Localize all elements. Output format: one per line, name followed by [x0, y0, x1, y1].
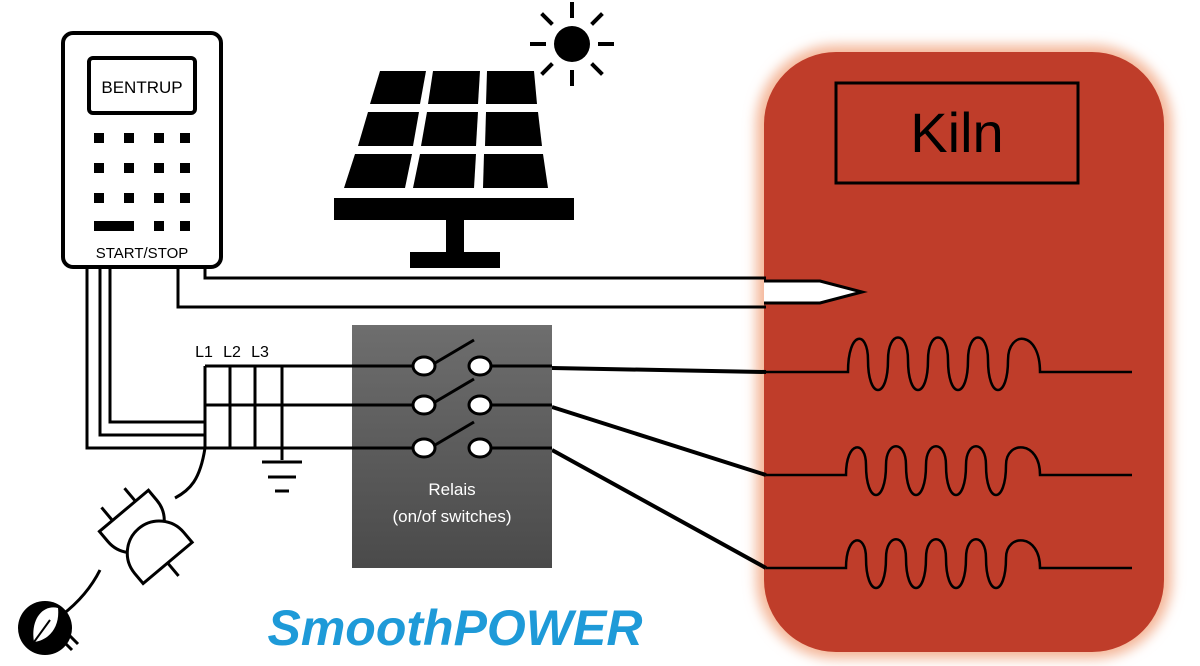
relay: Relais (on/of switches) — [352, 325, 552, 568]
switch-icon — [352, 338, 552, 459]
kiln-label: Kiln — [910, 101, 1003, 164]
phase-label-l1: L1 — [195, 344, 213, 361]
relay-title: Relais — [428, 480, 475, 499]
kiln-body — [764, 52, 1164, 652]
thermocouple-wire-inner — [203, 267, 766, 280]
phase-label-l2: L2 — [223, 344, 241, 361]
wiring — [61, 267, 767, 617]
solar-panel-icon — [334, 71, 574, 268]
controller-display — [87, 56, 197, 115]
controller-wire-3 — [108, 267, 205, 424]
plug-cable — [61, 569, 102, 617]
sun-icon — [530, 2, 614, 86]
brand-name: SmoothPOWER — [268, 600, 643, 656]
relay-output-1 — [551, 366, 767, 374]
kiln-label-box — [834, 81, 1080, 185]
controller-wire-1 — [85, 267, 205, 450]
controller: BENTRUP START/STOP — [61, 31, 223, 269]
heating-coil-icon — [766, 336, 1132, 590]
mains-cable — [174, 447, 207, 500]
leaf-icon — [18, 601, 80, 655]
phase-label-l3: L3 — [251, 344, 269, 361]
relay-output-3 — [551, 448, 767, 570]
heating-coil-2 — [766, 445, 1132, 497]
keypad — [94, 133, 190, 231]
thermocouple-wire-outer — [176, 267, 766, 309]
controller-display-text: BENTRUP — [101, 78, 182, 97]
relay-output-2 — [551, 405, 767, 477]
thermocouple-probe — [764, 279, 868, 305]
ground-icon — [262, 460, 302, 493]
controller-wire-2 — [98, 267, 205, 437]
kiln: Kiln — [756, 45, 1172, 659]
heating-coil-1 — [766, 336, 1132, 392]
plug-icon — [97, 487, 195, 586]
relay-subtitle: (on/of switches) — [392, 507, 511, 526]
start-stop-label: START/STOP — [96, 245, 189, 262]
heating-coil-3 — [766, 538, 1132, 590]
